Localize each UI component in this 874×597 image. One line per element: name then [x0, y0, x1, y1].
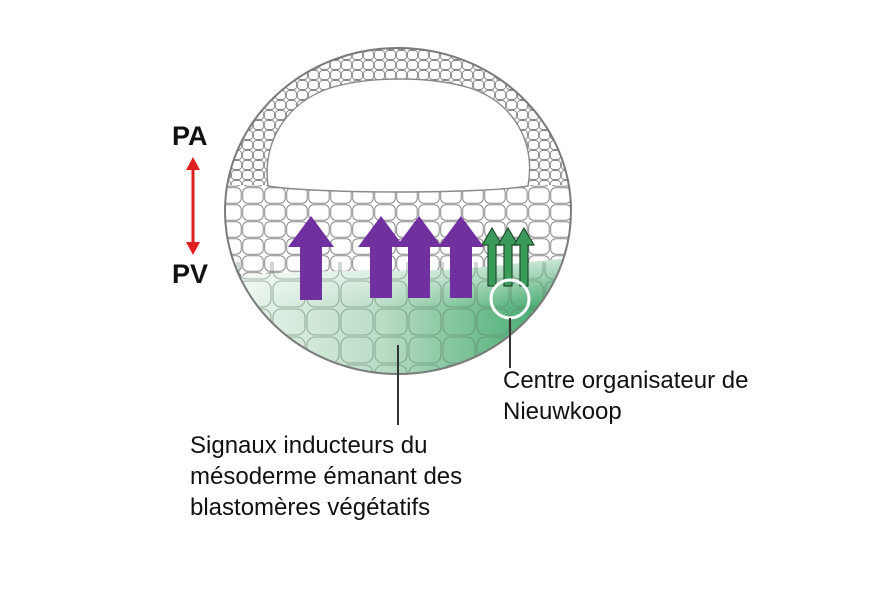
- organizer-signal-arrows: [480, 226, 536, 287]
- animal-vegetal-axis-arrow: [186, 157, 200, 255]
- purple-arrow-icon: [396, 216, 442, 298]
- purple-arrow-icon: [358, 216, 404, 298]
- vegetal-pole-label: PV: [172, 259, 209, 289]
- blastocoel-cavity: [266, 78, 531, 193]
- signals-label-line: Signaux inducteurs du: [190, 432, 428, 459]
- nieuwkoop-center-label: Centre organisateur de Nieuwkoop: [503, 365, 748, 427]
- green-arrow-icon: [480, 226, 504, 287]
- arrowhead-down-icon: [186, 242, 200, 255]
- purple-arrow-icon: [438, 216, 484, 298]
- purple-arrow-icon: [288, 216, 334, 300]
- signals-label-line: mésoderme émanant des: [190, 463, 463, 490]
- animal-pole-label: PA: [172, 121, 208, 151]
- nieuwkoop-label-line: Centre organisateur de: [503, 367, 749, 394]
- nieuwkoop-label-line: Nieuwkoop: [503, 398, 622, 425]
- arrowhead-up-icon: [186, 157, 200, 170]
- green-arrow-icon: [496, 226, 520, 287]
- mesoderm-signals-label: Signaux inducteurs du mésoderme émanant …: [190, 430, 462, 523]
- signals-label-line: blastomères végétatifs: [190, 494, 431, 521]
- green-arrow-icon: [512, 226, 536, 287]
- mesoderm-signal-arrows: [288, 216, 484, 300]
